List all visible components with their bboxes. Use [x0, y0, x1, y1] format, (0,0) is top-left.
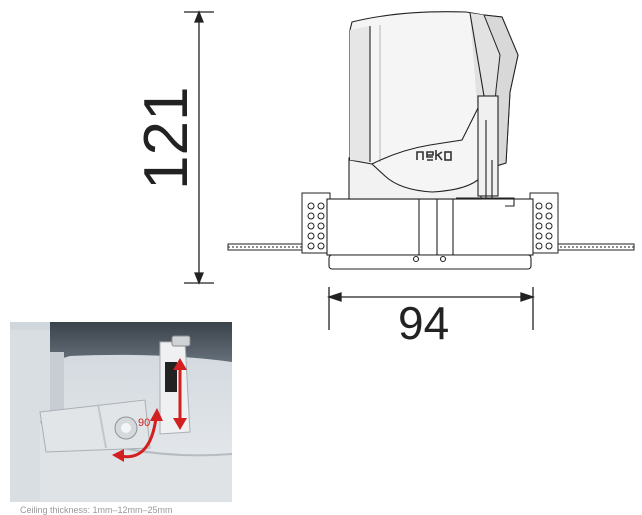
trim-ring [326, 198, 534, 270]
brand-logo [416, 150, 452, 161]
height-dimension-label: 121 [132, 86, 201, 190]
spring-clip-left [301, 192, 331, 254]
height-dimension [184, 10, 214, 285]
width-dimension [326, 287, 536, 330]
caption: Ceiling thickness: 1mm–12mm–25mm [20, 505, 173, 515]
rotation-arrow [112, 408, 163, 462]
spring-clip-right [529, 192, 559, 254]
detail-photo-illustration [10, 322, 232, 502]
rotation-angle-label: 90° [138, 417, 155, 429]
width-dimension-label: 94 [398, 297, 450, 349]
detail-photo: 90° [10, 322, 232, 502]
vertical-adjust-arrow [173, 358, 187, 430]
lamp-housing [348, 11, 519, 207]
